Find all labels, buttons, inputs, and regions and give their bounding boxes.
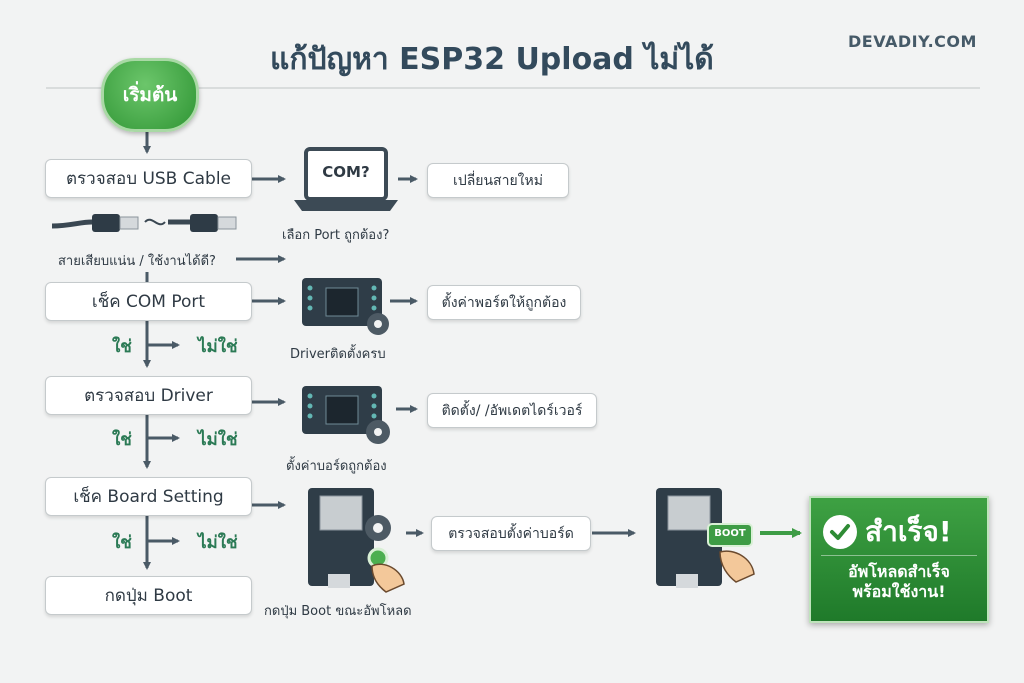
success-divider	[821, 555, 977, 556]
laptop-icon	[294, 147, 398, 211]
chip-icon-2	[302, 386, 390, 444]
yes-label-2: ใช่	[112, 430, 132, 450]
action-install-driver: ติดตั้ง/ /อัพเดตไดร์เวอร์	[427, 393, 597, 428]
caption-board: ตั้งค่าบอร์ดถูกต้อง	[286, 459, 387, 474]
success-line2: พร้อมใช้งาน!	[852, 582, 946, 601]
caption-driver: Driverติดตั้งครบ	[290, 347, 386, 362]
no-label-2: ไม่ใช่	[198, 430, 238, 450]
step-boot: กดปุ่ม Boot	[45, 576, 252, 615]
page-title: แก้ปัญหา ESP32 Upload ไม่ได้	[270, 42, 714, 77]
action-set-port: ตั้งค่าพอร์ตให้ถูกต้อง	[427, 285, 581, 320]
header-divider	[46, 87, 980, 89]
caption-port: เลือก Port ถูกต้อง?	[282, 228, 390, 243]
success-title: สำเร็จ!	[865, 515, 952, 548]
brand-logo: DEVADIY.COM	[848, 32, 977, 51]
esp32-devkit-icon-1	[308, 488, 405, 593]
chip-icon-1	[302, 278, 389, 335]
step-usb-cable: ตรวจสอบ USB Cable	[45, 159, 252, 198]
success-line1: อัพโหลดสำเร็จ	[848, 562, 950, 581]
no-label-1: ไม่ใช่	[198, 337, 238, 357]
yes-label-1: ใช่	[112, 337, 132, 357]
step-board-setting: เช็ค Board Setting	[45, 477, 252, 516]
action-replace-cable: เปลี่ยนสายใหม่	[427, 163, 569, 198]
no-label-3: ไม่ใช่	[198, 533, 238, 553]
start-node: เริ่มต้น	[101, 58, 199, 132]
usb-cable-icon	[51, 214, 237, 232]
caption-cable: สายเสียบแน่น / ใช้งานได้ดี?	[58, 254, 216, 269]
yes-label-3: ใช่	[112, 533, 132, 553]
caption-boot: กดปุ่ม Boot ขณะอัพโหลด	[264, 604, 412, 619]
checkmark-icon	[823, 515, 857, 549]
laptop-com-label: COM?	[322, 163, 370, 181]
action-check-board: ตรวจสอบตั้งค่าบอร์ด	[431, 516, 591, 551]
boot-badge-label: BOOT	[714, 528, 746, 539]
esp32-devkit-icon-2	[656, 488, 755, 588]
step-driver: ตรวจสอบ Driver	[45, 376, 252, 415]
step-com-port: เช็ค COM Port	[45, 282, 252, 321]
success-panel: สำเร็จ! อัพโหลดสำเร็จ พร้อมใช้งาน!	[809, 496, 989, 623]
